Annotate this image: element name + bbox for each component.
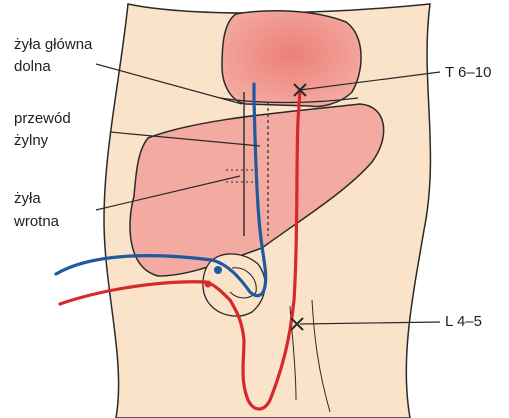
red-catheter-tip (205, 281, 212, 288)
label-ductus-1: przewód (14, 109, 71, 128)
heart-organ (222, 11, 361, 107)
label-vena-cava-1: żyła główna (14, 35, 92, 54)
blue-catheter-tip (214, 266, 222, 274)
label-vena-cava-2: dolna (14, 57, 51, 76)
label-thoracic-level: T 6–10 (445, 63, 491, 82)
label-ductus-2: żylny (14, 131, 48, 150)
label-portal-1: żyła (14, 189, 41, 208)
label-portal-2: wrotna (14, 212, 59, 231)
label-lumbar-level: L 4–5 (445, 312, 482, 331)
